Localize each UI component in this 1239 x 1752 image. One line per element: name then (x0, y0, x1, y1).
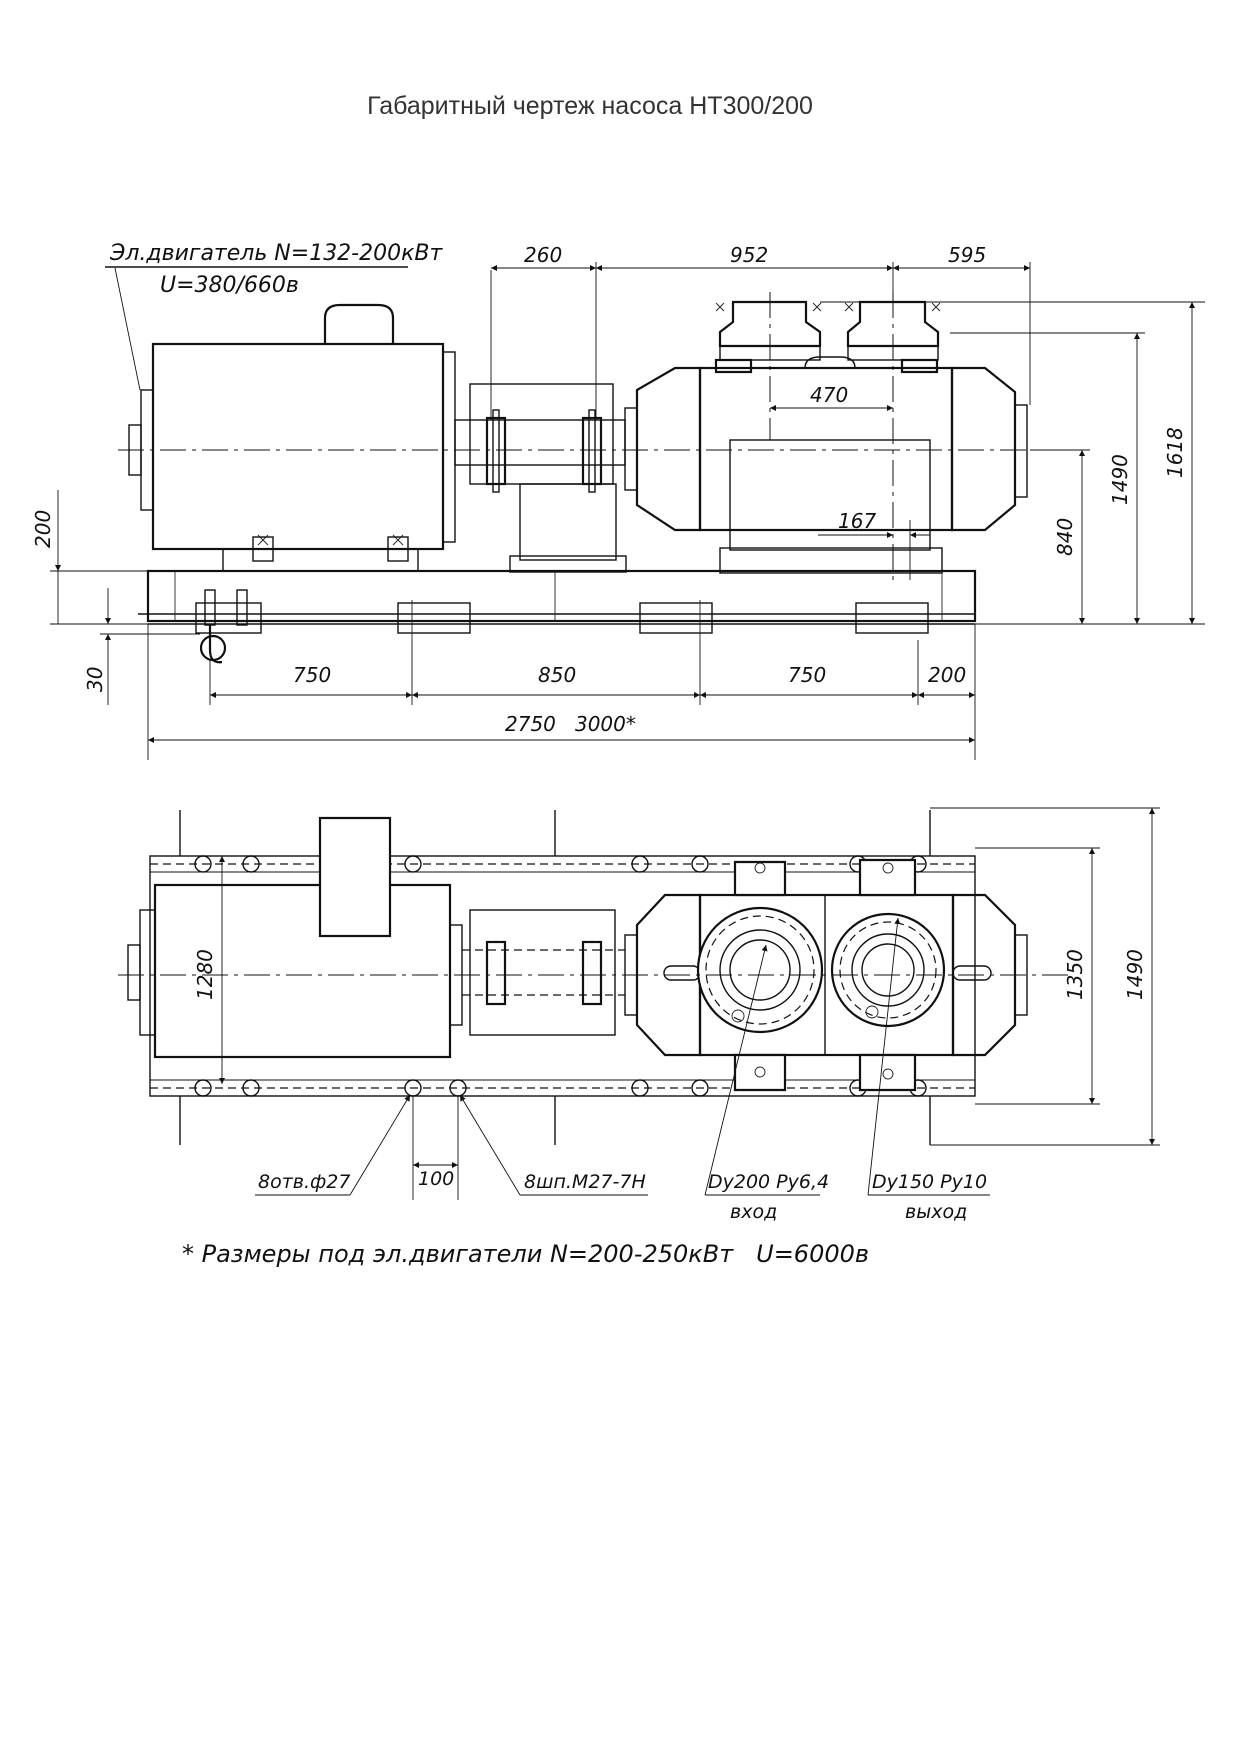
dim-952: 952 (730, 243, 768, 267)
dim-1490-plan: 1490 (1123, 949, 1147, 1000)
outlet-note: выход (905, 1201, 967, 1223)
top-dimensions: 260 952 595 470 167 (490, 243, 1031, 580)
motor-leader (114, 267, 141, 391)
dim-850: 850 (538, 663, 576, 687)
footnote: * Размеры под эл.двигатели N=200-250кВт … (182, 1240, 869, 1268)
coupling (454, 383, 627, 573)
plan-motor: 1280 (127, 816, 463, 1084)
studs-label: 8шп.М27-7Н (524, 1171, 646, 1193)
pump (624, 292, 1028, 580)
dim-840: 840 (1053, 518, 1077, 556)
outlet-label: Dy150 Py10 (872, 1171, 987, 1193)
dim-1350: 1350 (1063, 949, 1087, 1000)
dim-470: 470 (810, 383, 848, 407)
motor-label-line1: Эл.двигатель N=132-200кВт (109, 241, 443, 266)
base-frame (138, 569, 977, 664)
motor-label-line2: U=380/660в (160, 273, 299, 298)
inlet-note: вход (730, 1201, 777, 1223)
dim-total-length: 2750 3000* (505, 712, 636, 736)
left-dimensions: 200 30 (31, 490, 200, 705)
plan-coupling (462, 909, 625, 1036)
drawing-title: Габаритный чертеж насоса НТ300/200 (367, 92, 813, 120)
electric-motor (128, 303, 456, 572)
dim-200-bottom: 200 (928, 663, 966, 687)
plan-callouts: 100 8отв.ф27 8шп.М27-7Н Dy200 Py6,4 вход… (255, 917, 990, 1223)
plan-right-dimensions: 1350 1490 (930, 807, 1160, 1146)
holes-label: 8отв.ф27 (258, 1171, 350, 1193)
dim-100: 100 (418, 1168, 454, 1190)
dim-167: 167 (838, 509, 876, 533)
plan-base (149, 810, 976, 1145)
dim-595: 595 (948, 243, 986, 267)
right-dimensions: 840 1490 1618 (820, 301, 1205, 625)
bottom-dimensions: 750 850 750 200 2750 3000* (147, 624, 976, 760)
dim-260: 260 (524, 243, 562, 267)
inlet-label: Dy200 Py6,4 (708, 1171, 829, 1193)
motor-label: Эл.двигатель N=132-200кВт U=380/660в (105, 241, 443, 391)
plan-terminal-box (318, 816, 392, 938)
dim-30-left: 30 (83, 667, 107, 692)
dim-750-b: 750 (788, 663, 826, 687)
anchor-holes (194, 855, 927, 1097)
dim-200-left: 200 (31, 510, 55, 548)
terminal-box (323, 303, 395, 344)
dim-1490: 1490 (1108, 454, 1132, 505)
dim-750-a: 750 (293, 663, 331, 687)
dim-1618: 1618 (1163, 427, 1187, 478)
side-view: Эл.двигатель N=132-200кВт U=380/660в (31, 241, 1205, 760)
plan-view: 1280 (118, 807, 1160, 1223)
